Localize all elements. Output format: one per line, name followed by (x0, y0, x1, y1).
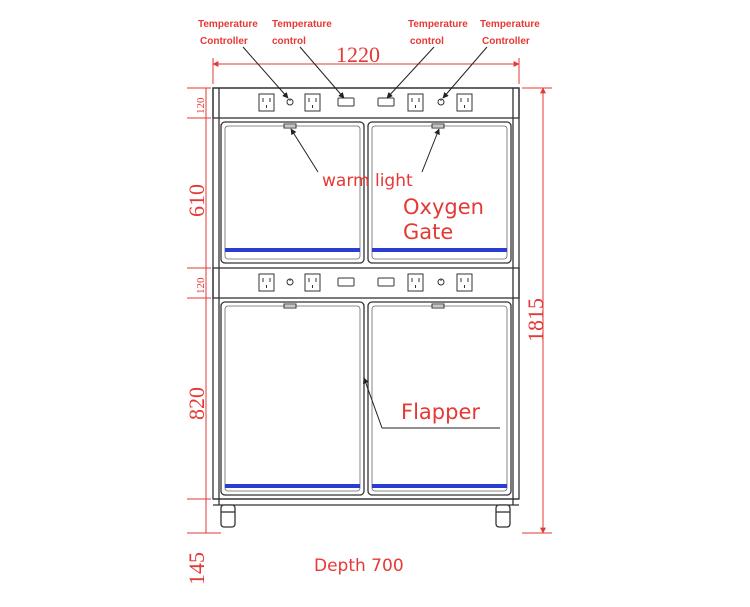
top-panel-controls (258, 93, 473, 112)
socket-icon (456, 93, 473, 112)
temp-control-left-label: Temperature control (272, 19, 335, 47)
middle-panel-controls (258, 273, 473, 292)
display-icon (337, 97, 355, 107)
lower-door-value: 820 (184, 387, 209, 420)
lower-door-left (220, 301, 365, 496)
panel-mid-value: 120 (195, 277, 207, 294)
depth-label: Depth 700 (314, 556, 404, 576)
temp-controller-left-label: Temperature Controller (198, 19, 261, 47)
socket-icon (258, 273, 275, 292)
upper-door-left (220, 121, 365, 264)
display-icon (377, 97, 395, 107)
socket-icon (407, 273, 424, 292)
socket-icon (456, 273, 473, 292)
socket-icon (407, 93, 424, 112)
upper-door-value: 610 (184, 184, 209, 217)
knob-icon (437, 278, 445, 286)
height-dimension (522, 87, 552, 534)
temp-controller-right-label: Temperature Controller (480, 19, 543, 47)
socket-icon (304, 93, 321, 112)
cabinet-outline (212, 87, 520, 506)
display-icon (337, 277, 355, 287)
display-icon (377, 277, 395, 287)
lower-door-right (367, 301, 512, 496)
knob-icon (286, 98, 294, 106)
oxygen-gate-label: Oxygen Gate (403, 195, 491, 244)
height-value: 1815 (523, 298, 548, 342)
panel-top-value: 120 (195, 97, 207, 114)
socket-icon (304, 273, 321, 292)
temp-control-right-label: Temperature control (408, 19, 471, 47)
flapper-label: Flapper (401, 400, 480, 424)
socket-icon (258, 93, 275, 112)
knob-icon (437, 98, 445, 106)
left-dimension-chain (187, 87, 221, 534)
legs-value: 145 (184, 552, 209, 585)
width-dimension (212, 58, 520, 84)
warm-light-label: warm light (322, 171, 413, 191)
width-value: 1220 (336, 42, 380, 67)
legs (220, 504, 511, 528)
knob-icon (286, 278, 294, 286)
callout-leaders (242, 46, 500, 429)
upper-door-right (367, 121, 512, 264)
